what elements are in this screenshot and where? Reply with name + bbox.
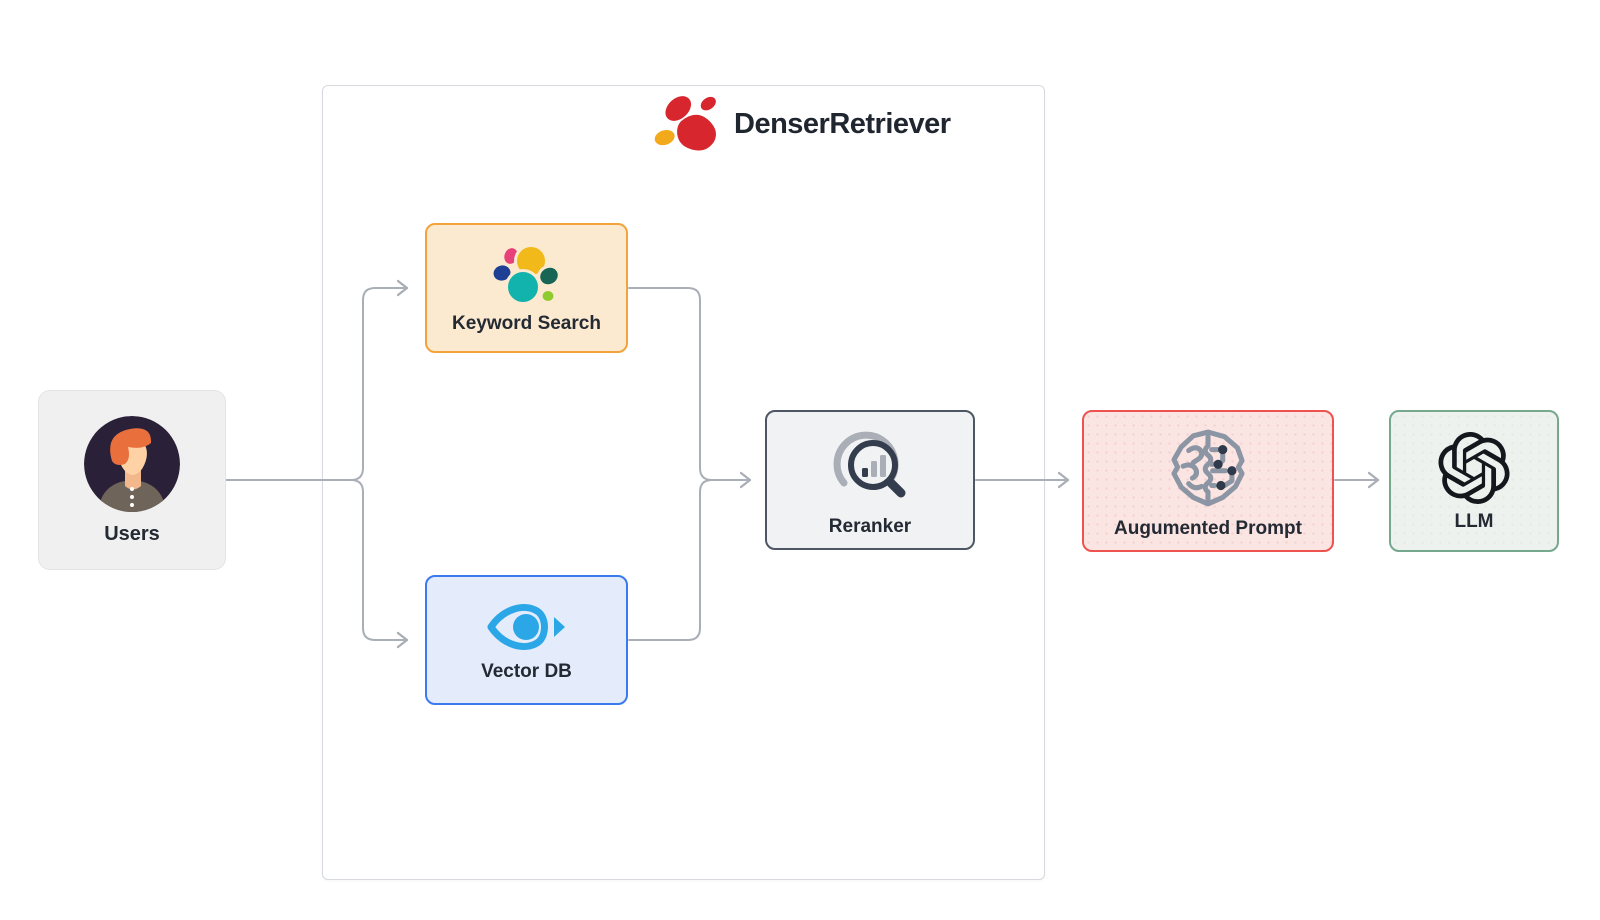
node-label-llm: LLM <box>1454 510 1494 532</box>
brand-header: DenserRetriever <box>652 92 951 156</box>
node-llm[interactable]: LLM <box>1389 410 1559 552</box>
openai-icon <box>1438 431 1510 504</box>
paw-logo-icon <box>652 92 720 156</box>
node-label-vector-db: Vector DB <box>481 660 572 682</box>
user-avatar-icon <box>84 416 180 512</box>
node-label-augmented-prompt: Augumented Prompt <box>1114 517 1302 539</box>
magnifier-chart-icon <box>828 425 912 509</box>
node-augmented-prompt[interactable]: Augumented Prompt <box>1082 410 1334 552</box>
arrowhead <box>1057 471 1070 489</box>
node-keyword-search[interactable]: Keyword Search <box>425 223 628 353</box>
milvus-eye-icon <box>486 600 568 654</box>
brand-title: DenserRetriever <box>734 107 951 140</box>
node-label-users: Users <box>104 523 160 545</box>
node-label-keyword-search: Keyword Search <box>452 312 601 334</box>
node-vector-db[interactable]: Vector DB <box>425 575 628 705</box>
node-label-reranker: Reranker <box>828 515 912 537</box>
arrowhead <box>1367 471 1380 489</box>
node-users[interactable]: Users <box>38 390 226 570</box>
brain-circuit-icon <box>1162 425 1254 511</box>
elasticsearch-icon <box>490 243 564 306</box>
node-reranker[interactable]: Reranker <box>765 410 975 550</box>
